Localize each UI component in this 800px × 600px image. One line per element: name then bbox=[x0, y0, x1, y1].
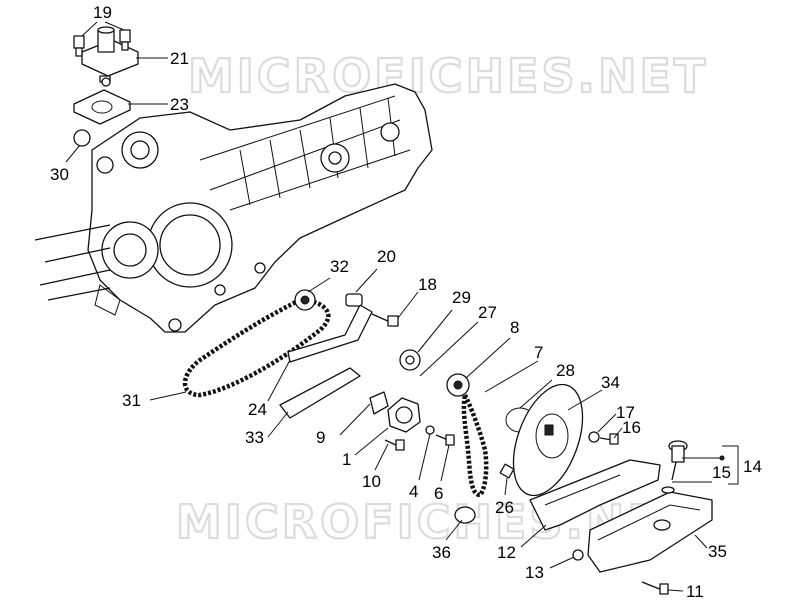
pump-chain-7 bbox=[461, 388, 489, 498]
crankcase-body bbox=[87, 83, 433, 333]
cylinder-studs bbox=[34, 224, 111, 301]
watermark-top: MICROFICHES.NET bbox=[188, 49, 708, 103]
tensioner-gasket bbox=[73, 89, 131, 125]
callout-18: 18 bbox=[418, 275, 437, 294]
chain-slider-33 bbox=[279, 367, 361, 419]
bolt-6 bbox=[435, 434, 455, 446]
bushing-20 bbox=[345, 293, 363, 307]
callout-10: 10 bbox=[362, 472, 381, 491]
callout-19: 19 bbox=[93, 3, 112, 22]
callout-34: 34 bbox=[601, 373, 620, 392]
gasket-9 bbox=[369, 391, 389, 415]
callout-4: 4 bbox=[409, 482, 418, 501]
pump-cover-34 bbox=[512, 383, 584, 497]
callout-9: 9 bbox=[316, 428, 325, 447]
callout-31: 31 bbox=[122, 391, 141, 410]
callout-11: 11 bbox=[686, 582, 704, 600]
callout-32: 32 bbox=[330, 257, 349, 276]
tensioner-bolts bbox=[73, 29, 131, 57]
pump-bolt-10 bbox=[384, 439, 405, 451]
screw-11 bbox=[641, 581, 669, 595]
circlip-36 bbox=[454, 506, 476, 524]
oil-sump-35 bbox=[587, 491, 713, 573]
callout-29: 29 bbox=[452, 288, 471, 307]
timing-chain-31 bbox=[182, 297, 331, 398]
drain-plug-13 bbox=[572, 549, 584, 561]
callout-23: 23 bbox=[170, 95, 189, 114]
damper-26 bbox=[499, 463, 515, 479]
callout-labels: 19 21 23 30 32 20 18 29 27 8 7 28 34 17 … bbox=[50, 3, 762, 600]
callout-36: 36 bbox=[432, 543, 451, 562]
callout-7: 7 bbox=[534, 343, 543, 362]
o-ring-15 bbox=[661, 486, 675, 494]
callout-8: 8 bbox=[510, 318, 519, 337]
bolt-18 bbox=[371, 313, 399, 327]
oil-dipstick-14 bbox=[668, 440, 688, 481]
callout-17: 17 bbox=[616, 403, 635, 422]
o-ring bbox=[73, 129, 91, 147]
chain-guide-24 bbox=[287, 304, 373, 363]
callout-12: 12 bbox=[497, 543, 516, 562]
washer-17 bbox=[588, 431, 600, 443]
callout-24: 24 bbox=[248, 400, 267, 419]
callout-33: 33 bbox=[245, 428, 264, 447]
callout-6: 6 bbox=[434, 484, 443, 503]
screw-16 bbox=[599, 433, 619, 445]
callout-35: 35 bbox=[708, 542, 727, 561]
callout-27: 27 bbox=[478, 303, 497, 322]
callout-20: 20 bbox=[377, 247, 396, 266]
callout-28: 28 bbox=[556, 361, 575, 380]
oil-pump-body bbox=[387, 397, 421, 433]
washer-4 bbox=[425, 425, 435, 435]
callout-1: 1 bbox=[342, 450, 351, 469]
callout-13: 13 bbox=[525, 563, 544, 582]
callout-16: 16 bbox=[622, 418, 641, 437]
leader-lines bbox=[65, 21, 739, 592]
callout-26: 26 bbox=[495, 498, 514, 517]
callout-21: 21 bbox=[170, 49, 189, 68]
callout-15: 15 bbox=[712, 463, 731, 482]
sump-gasket-12 bbox=[529, 459, 661, 531]
callout-30: 30 bbox=[50, 165, 69, 184]
callout-14: 14 bbox=[743, 457, 762, 476]
